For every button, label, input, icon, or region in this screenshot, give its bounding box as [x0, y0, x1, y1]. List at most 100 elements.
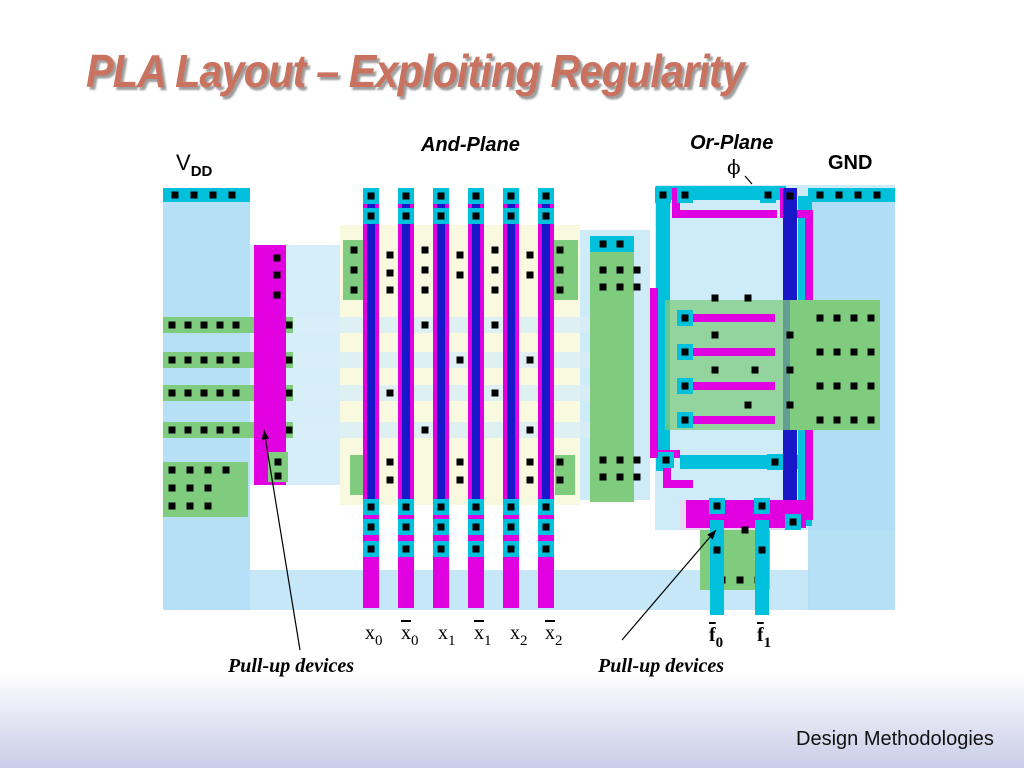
- gnd-contact: [816, 348, 824, 356]
- and-plane-contact: [456, 271, 464, 279]
- and-plane-contact: [386, 286, 394, 294]
- input-bottom-contact: [367, 523, 375, 531]
- input-bottom-contact: [507, 523, 515, 531]
- output-contact: [713, 546, 721, 554]
- input-bottom-contact: [542, 523, 550, 531]
- phi-label: ϕ: [727, 155, 741, 179]
- gnd-contact: [833, 382, 841, 390]
- and-plane-contact: [350, 266, 358, 274]
- pullup-contact: [216, 389, 224, 397]
- input-top-contact: [507, 212, 515, 220]
- or-plane-contact: [771, 458, 779, 466]
- and-plane-contact: [421, 321, 429, 329]
- input-bottom-contact: [472, 503, 480, 511]
- input-metal-line: [402, 200, 410, 505]
- or-plane-contact: [786, 331, 794, 339]
- or-plane-poly-finger: [680, 382, 775, 390]
- and-plane-contact: [456, 356, 464, 364]
- and-plane-contact: [350, 286, 358, 294]
- and-plane-contact: [491, 321, 499, 329]
- pullup-contact: [285, 321, 293, 329]
- pullup-devices-right-label: Pull-up devices: [598, 655, 725, 677]
- input-top-contact: [472, 212, 480, 220]
- or-plane-lower-poly: [663, 480, 693, 488]
- gnd-contact: [816, 382, 824, 390]
- input-top-contact: [507, 192, 515, 200]
- and-plane-contact: [491, 389, 499, 397]
- and-row-metal: [293, 317, 613, 333]
- input-bottom-contact: [437, 503, 445, 511]
- and-plane-contact: [556, 286, 564, 294]
- left-pullup-poly-gate: [254, 245, 286, 485]
- poly-contact: [273, 271, 281, 279]
- gnd-contact: [816, 314, 824, 322]
- vdd-contact: [186, 502, 194, 510]
- gnd-contact: [873, 191, 881, 199]
- pullup-left-arrow: [263, 429, 301, 651]
- pullup-devices-left-label: Pull-up devices: [228, 655, 355, 677]
- input-top-contact: [402, 192, 410, 200]
- footer-text: Design Methodologies: [796, 728, 994, 750]
- and-plane-contact: [456, 458, 464, 466]
- input-bottom-contact: [472, 545, 480, 553]
- output-contact: [713, 502, 721, 510]
- input-label-x2: x2: [510, 622, 528, 649]
- output-contact: [736, 576, 744, 584]
- or-plane-contact: [744, 294, 752, 302]
- or-plane-contact: [681, 191, 689, 199]
- or-plane-contact: [764, 191, 772, 199]
- input-bottom-contact: [367, 545, 375, 553]
- vdd-contact: [209, 191, 217, 199]
- middle-diffusion: [590, 252, 634, 502]
- gnd-contact: [867, 416, 875, 424]
- and-plane-contact: [386, 269, 394, 277]
- and-row-metal: [293, 422, 613, 438]
- vdd-contact: [222, 466, 230, 474]
- or-plane-top-poly: [783, 210, 813, 218]
- input-label-x0-bar: x0: [401, 622, 419, 649]
- input-bottom-contact: [367, 503, 375, 511]
- vdd-contact: [168, 466, 176, 474]
- and-plane-contact: [556, 266, 564, 274]
- output-label-f1: f1: [757, 624, 772, 651]
- or-plane-contact: [786, 401, 794, 409]
- or-plane-contact: [662, 456, 670, 464]
- input-top-contact: [437, 192, 445, 200]
- gnd-contact: [816, 191, 824, 199]
- input-label-x0: x0: [365, 622, 383, 649]
- input-top-contact: [542, 192, 550, 200]
- pullup-diff-tail: [268, 452, 288, 482]
- pullup-contact: [232, 389, 240, 397]
- gnd-contact: [850, 382, 858, 390]
- middle-contact: [633, 456, 641, 464]
- gnd-label: GND: [828, 152, 873, 174]
- input-top-contact: [367, 192, 375, 200]
- middle-contact: [599, 240, 607, 248]
- and-plane-contact: [421, 246, 429, 254]
- middle-top-metal: [590, 236, 634, 252]
- gnd-contact: [867, 382, 875, 390]
- pullup-contact: [216, 356, 224, 364]
- input-bottom-contact: [402, 545, 410, 553]
- pullup-right-arrow: [621, 529, 717, 641]
- gnd-contact: [867, 314, 875, 322]
- middle-contact: [633, 283, 641, 291]
- and-plane-contact: [350, 246, 358, 254]
- pullup-left-arrow-head: [261, 430, 270, 440]
- and-plane-contact: [491, 246, 499, 254]
- output-contact: [741, 526, 749, 534]
- gnd-contact: [833, 348, 841, 356]
- input-label-x1-bar: x1: [474, 622, 492, 649]
- middle-contact: [616, 473, 624, 481]
- pullup-contact: [232, 426, 240, 434]
- output-pullup-poly: [686, 500, 806, 514]
- pullup-contact: [216, 321, 224, 329]
- input-bottom-contact: [542, 545, 550, 553]
- vdd-contact: [186, 466, 194, 474]
- slide-title: PLA Layout – Exploiting Regularity: [86, 45, 745, 97]
- or-plane-poly-finger: [680, 416, 775, 424]
- or-plane-row-contact: [681, 382, 689, 390]
- or-plane-contact: [711, 366, 719, 374]
- pullup-contact: [232, 356, 240, 364]
- output-metal-line: [710, 520, 724, 615]
